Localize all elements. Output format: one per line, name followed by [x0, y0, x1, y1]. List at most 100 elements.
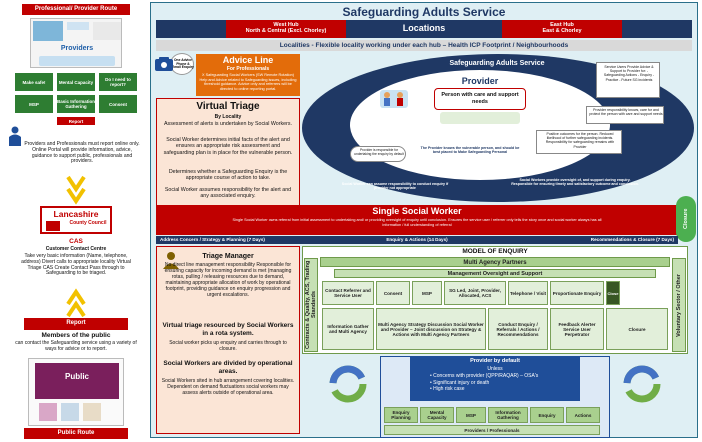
cycle-right-icon	[620, 362, 664, 406]
left-vertical-text: Contracts & Quality, ACS, Trading Standa…	[305, 260, 317, 350]
left-provider-box: Provider is responsible for undertaking …	[350, 146, 406, 162]
left-provider-text: Provider is responsible for undertaking …	[354, 148, 404, 156]
report-button[interactable]: Report	[56, 116, 96, 126]
provider-default-title: Provider by default	[470, 358, 520, 364]
timeline-bar: Address Concern / Strategy & Planning (7…	[156, 236, 678, 244]
west-hub-sub: North & Central (Excl. Chorley)	[245, 28, 327, 34]
stage-1: Address Concern / Strategy & Planning (7…	[160, 237, 265, 242]
advice-bubble: One Advice Phone & Email Enquiry	[170, 53, 194, 75]
model-cell-feedback: Feedback Alerter Service User Perpetrato…	[550, 308, 604, 350]
positive-text: Positive outcomes for the person. Reduce…	[545, 132, 615, 149]
left-vertical-bar: Contracts & Quality, ACS, Trading Standa…	[304, 258, 318, 352]
triage-p2: Social Worker determines initial facts o…	[163, 137, 293, 156]
provider-default-unless: Unless	[487, 366, 503, 372]
ops-text: Social Workers sited in hub arrangement …	[161, 378, 295, 396]
public-label: Public	[64, 372, 89, 381]
br-oval-text: Social Workers provide oversight of, and…	[511, 178, 639, 187]
closure-pill: Closure	[676, 196, 696, 242]
virtual-triage-box: Virtual Triage By Locality Assessment of…	[156, 98, 300, 206]
model-cell-conduct: Conduct Enquiry / Referrals / Actions / …	[488, 308, 548, 350]
page-title: Safeguarding Adults Service	[342, 5, 506, 19]
basic-info-button[interactable]: Basic Information Gathering	[56, 94, 96, 114]
oval-title: Safeguarding Adults Service	[449, 60, 545, 67]
consent-button[interactable]: Consent	[98, 94, 138, 114]
members-title: Members of the public	[41, 332, 111, 339]
public-image	[35, 363, 119, 399]
down-arrow-icon	[488, 400, 502, 413]
model-cell-consent: Consent	[376, 281, 410, 305]
triage-manager-box: Triage Manager No direct line management…	[156, 246, 300, 434]
model-cell-info-gather: Information Gather and Multi Agency	[322, 308, 374, 350]
professional-route-title: Professional/ Provider Route	[22, 4, 130, 15]
locations-bar: West Hub North & Central (Excl. Chorley)…	[156, 20, 692, 38]
model-cell-strategy: Multi Agency Strategy Discussion Social …	[376, 308, 486, 350]
person-icon	[8, 126, 22, 146]
members-text: can contact the Safeguarding service usi…	[15, 340, 137, 352]
advice-line-box: Advice Line For Professionals X Safeguar…	[196, 54, 300, 96]
east-hub-sub: East & Chorley	[542, 28, 582, 34]
ops-title: Social Workers are divided by operationa…	[163, 360, 293, 375]
manager-icon	[161, 251, 181, 269]
public-portal-screenshot: Public	[28, 358, 124, 426]
public-thumb-2	[61, 403, 79, 421]
do-i-need-to-report-button[interactable]: Do I need to report?	[98, 72, 138, 92]
bullet-3: • High risk case	[430, 386, 465, 392]
single-desc: Single Social Worker owns referral from …	[232, 218, 602, 227]
triage-p1: Assessment of alerts is undertaken by So…	[164, 121, 292, 127]
lcc-sub: County Council	[69, 220, 107, 226]
mid-provider-text: The Provider knows the vulnerable person…	[420, 146, 520, 155]
triage-p4: Social Worker assumes responsibility for…	[164, 187, 292, 200]
model-cell-proportionate: Proportionate Enquiry	[550, 281, 604, 305]
cycle-left-icon	[326, 362, 370, 406]
pd-cell-info: Information Gathering	[488, 407, 528, 423]
single-title: Single Social Worker	[372, 206, 462, 216]
bullet-2: • Significant injury or death	[430, 379, 490, 386]
portal-logo	[67, 22, 89, 30]
bl-oval-text: Social Worker can assume responsibility …	[341, 182, 449, 191]
left-intro-text: Providers and Professionals must report …	[24, 141, 140, 165]
pd-cell-capacity: Mental Capacity	[420, 407, 454, 423]
mental-capacity-button[interactable]: Mental Capacity	[56, 72, 96, 92]
left-column: Professional/ Provider Route Providers M…	[2, 2, 150, 440]
pd-footer: Providers / Professionals	[384, 425, 600, 435]
portal-heading: Providers	[60, 45, 94, 52]
pd-cell-planning: Enquiry Planning	[384, 407, 418, 423]
sa-advice-text: Service Users Provide Advice & Support t…	[603, 65, 655, 82]
model-cell-telephone: Telephone / Visit	[508, 281, 548, 305]
portal-text-block	[93, 22, 121, 40]
west-hub-box: West Hub North & Central (Excl. Chorley)	[226, 20, 346, 38]
positive-box: Positive outcomes for the person. Reduce…	[536, 130, 622, 154]
manager-title: Triage Manager	[202, 253, 254, 260]
advice-subtitle: For Professionals	[226, 66, 270, 72]
lancashire-logo: Lancashire County Council	[40, 206, 112, 234]
locations-title: Locations	[402, 23, 446, 33]
stage-3: Recommendations & Closure (7 Days)	[590, 237, 674, 242]
lcc-name: Lancashire	[53, 209, 99, 219]
triage-title: Virtual Triage	[196, 101, 260, 112]
triage-by: By Locality	[214, 114, 242, 120]
pd-cell-msp: MSP	[456, 407, 486, 423]
people-icon	[380, 90, 408, 108]
public-thumb-3	[83, 403, 101, 421]
person-text: Person with care and support needs	[441, 92, 519, 105]
home-image	[440, 112, 520, 124]
risk-box: Provider responsibility knows, care for …	[586, 106, 664, 124]
public-thumb-1	[39, 403, 57, 421]
provider-default-bullets: • Concerns with provider (QPP/RAQAR) – O…	[430, 373, 576, 393]
mgmt-bar: Management Oversight and Support	[334, 269, 656, 278]
cas-title: CAS	[69, 238, 83, 245]
portal-banner	[39, 56, 115, 66]
east-hub-box: East Hub East & Chorley	[502, 20, 622, 38]
manager-text: No direct line management responsibility…	[164, 262, 292, 298]
phone-icon	[154, 56, 174, 72]
sa-advice-box: Service Users Provide Advice & Support t…	[596, 62, 660, 98]
public-route-title: Public Route	[24, 428, 128, 439]
model-cell-closure: Closure	[606, 308, 668, 350]
portal-screenshot: Providers	[30, 18, 122, 68]
right-vertical-text: Voluntary Sector / Other	[676, 273, 682, 337]
closure-label: Closure	[683, 208, 689, 230]
make-safe-button[interactable]: Make safe!	[14, 72, 54, 92]
provider-default-box: Provider by default Unless • Concerns wi…	[410, 357, 580, 401]
model-cell-contact: Contact Referrer and Service User	[322, 281, 374, 305]
msp-button[interactable]: MSP	[14, 94, 54, 114]
